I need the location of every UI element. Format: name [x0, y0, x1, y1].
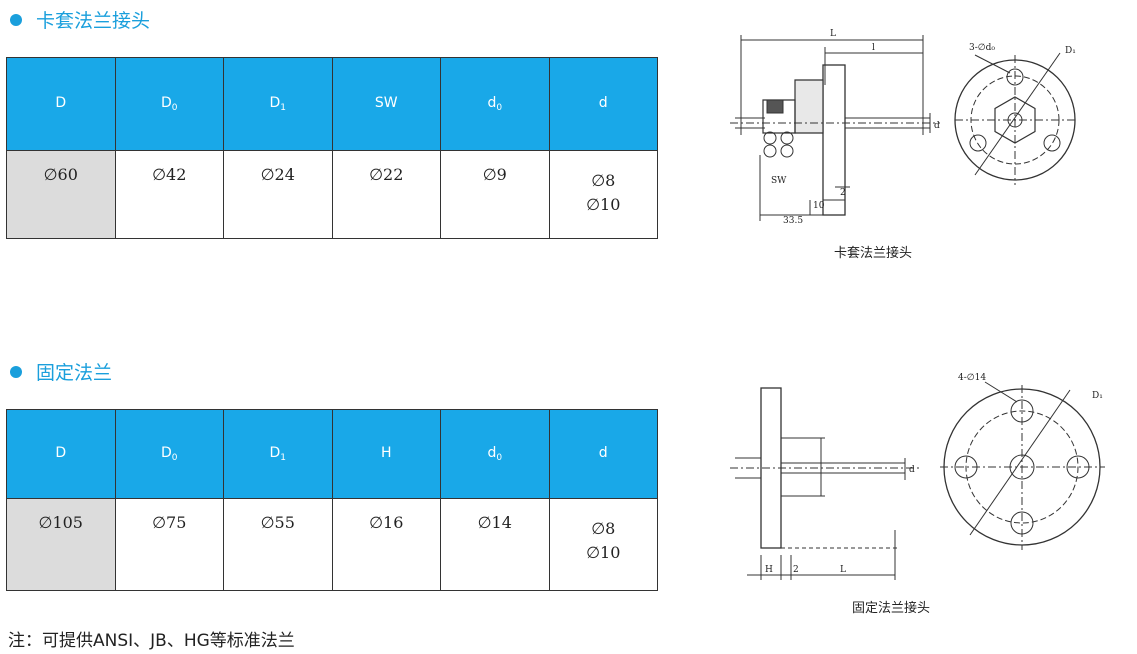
- header-d: d: [548, 409, 658, 499]
- cell-d-value-2: ∅10: [586, 543, 621, 562]
- cell-d-value-1: ∅8: [591, 519, 616, 538]
- cell-d0: ∅9: [440, 150, 550, 239]
- cell-D1: ∅55: [223, 498, 333, 591]
- label-H: H: [765, 565, 773, 575]
- cell-D0: ∅42: [114, 150, 224, 239]
- spec-table-ferrule-flange: D D0 D1 SW d0 d ∅60 ∅42 ∅24 ∅22 ∅9 ∅8 ∅1…: [6, 57, 658, 239]
- section-title-text: 卡套法兰接头: [36, 10, 151, 32]
- label-d: d: [909, 465, 915, 475]
- table-row: ∅60 ∅42 ∅24 ∅22 ∅9 ∅8 ∅10: [6, 150, 658, 239]
- table-header-row: D D0 D1 SW d0 d: [6, 57, 658, 151]
- cell-d: ∅8 ∅10: [548, 498, 658, 591]
- footnote: 注：可提供ANSI、JB、HG等标准法兰: [8, 631, 295, 651]
- header-D0: D0: [114, 57, 224, 151]
- label-L: L: [830, 29, 836, 39]
- cell-D1: ∅24: [223, 150, 333, 239]
- cell-d-value-2: ∅10: [586, 195, 621, 214]
- spec-table-fixed-flange: D D0 D1 H d0 d ∅105 ∅75 ∅55 ∅16 ∅14 ∅8 ∅…: [6, 409, 658, 591]
- header-D0: D0: [114, 409, 224, 499]
- cell-D: ∅105: [6, 498, 116, 591]
- header-D: D: [6, 409, 116, 499]
- table-header-row: D D0 D1 H d0 d: [6, 409, 658, 499]
- drawing-caption-ferrule: 卡套法兰接头: [834, 246, 913, 261]
- cell-d: ∅8 ∅10: [548, 150, 658, 239]
- ferrule-flange-drawing: L l 3-∅d₀ D₁ SW d 2 10 33.5: [730, 29, 1076, 226]
- section-title-text: 固定法兰: [36, 362, 113, 384]
- fixed-flange-drawing: 4-∅14 D₁ H 2 L d: [730, 373, 1105, 580]
- header-d0: d0: [440, 57, 550, 151]
- cell-d-value-1: ∅8: [591, 171, 616, 190]
- cell-D: ∅60: [6, 150, 116, 239]
- label-L: L: [840, 565, 846, 575]
- label-10: 10: [813, 201, 825, 211]
- cell-D0: ∅75: [114, 498, 224, 591]
- label-33-5: 33.5: [783, 216, 803, 226]
- label-holes: 3-∅d₀: [969, 43, 995, 53]
- label-2: 2: [840, 188, 846, 198]
- section-title-fixed-flange: 固定法兰: [10, 358, 112, 385]
- header-D1: D1: [223, 57, 333, 151]
- bullet-icon: [10, 13, 22, 26]
- header-SW: SW: [331, 57, 441, 151]
- table-row: ∅105 ∅75 ∅55 ∅16 ∅14 ∅8 ∅10: [6, 498, 658, 591]
- label-l: l: [872, 43, 875, 53]
- cell-H: ∅16: [331, 498, 441, 591]
- cell-SW: ∅22: [331, 150, 441, 239]
- header-H: H: [331, 409, 441, 499]
- drawing-caption-fixed: 固定法兰接头: [852, 601, 931, 616]
- header-D: D: [6, 57, 116, 151]
- header-d0: d0: [440, 409, 550, 499]
- header-D1: D1: [223, 409, 333, 499]
- header-d: d: [548, 57, 658, 151]
- label-D1: D₁: [1092, 391, 1103, 401]
- bullet-icon: [10, 365, 22, 378]
- label-D1: D₁: [1065, 46, 1076, 56]
- label-d: d: [934, 121, 940, 131]
- label-holes: 4-∅14: [958, 373, 986, 383]
- label-2: 2: [793, 565, 799, 575]
- section-title-ferrule-flange: 卡套法兰接头: [10, 6, 150, 33]
- label-SW: SW: [771, 176, 787, 186]
- cell-d0: ∅14: [440, 498, 550, 591]
